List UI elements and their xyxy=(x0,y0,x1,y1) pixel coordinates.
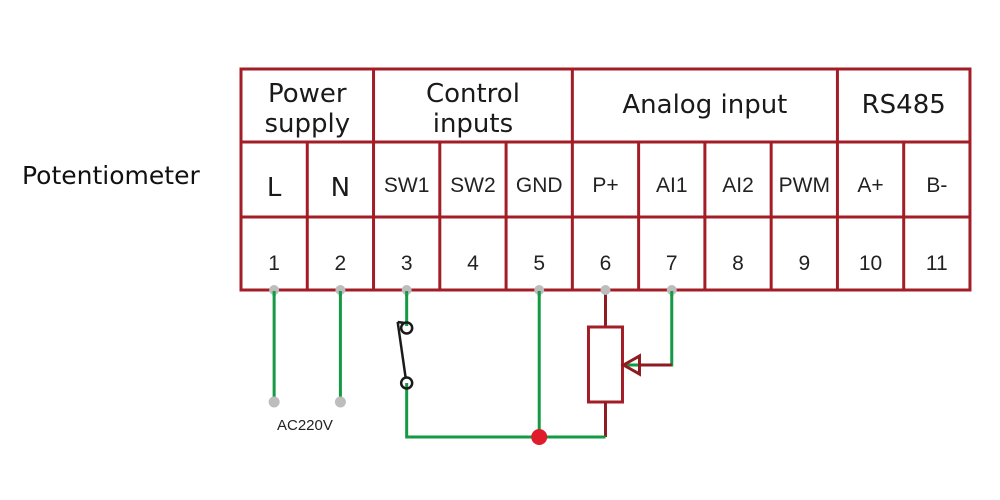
wire-ai1 xyxy=(625,290,674,367)
supply-terminal-dot xyxy=(268,396,280,408)
terminal-label: SW2 xyxy=(450,174,496,197)
switch-contact-top xyxy=(399,321,414,335)
terminal-label: AI2 xyxy=(722,174,754,197)
terminal-label: B- xyxy=(926,174,947,197)
table-border xyxy=(239,67,972,292)
terminal-label: A+ xyxy=(857,174,883,197)
terminal-dot xyxy=(269,285,280,295)
terminal-number: 10 xyxy=(859,252,882,275)
terminal-number: 5 xyxy=(533,252,545,275)
terminal-number: 3 xyxy=(401,252,413,275)
terminal-label: PWM xyxy=(779,174,830,197)
wiring xyxy=(268,285,677,445)
terminal-dot xyxy=(335,285,346,295)
wiper-arrow xyxy=(620,353,641,377)
junction-dot xyxy=(531,429,548,445)
wire-sw1-bottom xyxy=(405,383,540,439)
switch-lever xyxy=(396,321,407,379)
terminal-number: 1 xyxy=(268,252,280,275)
potentiometer-body xyxy=(586,325,624,404)
terminal-number: 6 xyxy=(600,252,612,275)
terminal-label: L xyxy=(267,173,282,203)
terminal-number: 2 xyxy=(335,252,347,275)
group-header-label: Analog input xyxy=(622,90,787,120)
terminal-label: AI1 xyxy=(656,174,688,197)
group-header-label: RS485 xyxy=(862,90,946,120)
ac220v-label: AC220V xyxy=(277,417,333,434)
terminal-number: 9 xyxy=(798,252,810,275)
group-header-label: supply xyxy=(264,109,350,139)
terminal-dot xyxy=(534,285,545,295)
terminal-label: GND xyxy=(516,174,563,197)
potentiometer-title: Potentiometer xyxy=(22,161,200,190)
terminal-number: 8 xyxy=(732,252,744,275)
terminal-dot xyxy=(401,285,412,295)
group-header-label: inputs xyxy=(433,109,513,139)
terminal-number: 7 xyxy=(666,252,678,275)
terminal-label: N xyxy=(331,173,350,203)
terminal-dot xyxy=(600,285,611,295)
group-header-label: Power xyxy=(268,79,347,109)
terminal-dot xyxy=(666,285,677,295)
terminal-label: SW1 xyxy=(384,174,430,197)
switch-lever-tip xyxy=(397,320,405,325)
terminal-number: 11 xyxy=(926,252,948,275)
group-header-label: Control xyxy=(426,79,520,109)
terminal-number: 4 xyxy=(467,252,479,275)
terminal-label: P+ xyxy=(592,174,618,197)
supply-terminal-dot xyxy=(334,396,346,408)
